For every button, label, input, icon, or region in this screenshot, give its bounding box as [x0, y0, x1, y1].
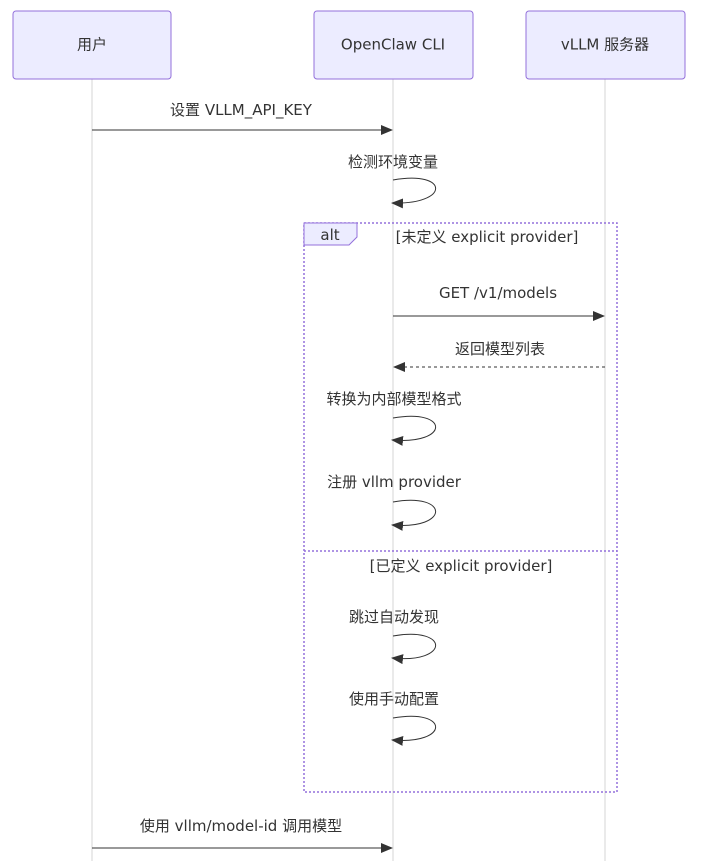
message-label: 设置 VLLM_API_KEY: [170, 101, 313, 120]
message-label: GET /v1/models: [439, 284, 557, 302]
actor-user-label: 用户: [77, 36, 107, 54]
actor-cli: OpenClaw CLI: [313, 10, 474, 80]
alt-condition-1: [未定义 explicit provider]: [396, 228, 579, 246]
message-detect-env: 检测环境变量: [348, 153, 438, 209]
alt-frame: alt [未定义 explicit provider] [已定义 explici…: [303, 222, 618, 793]
message-convert-format: 转换为内部模型格式: [326, 390, 462, 446]
actor-user: 用户: [12, 10, 172, 80]
message-set-api-key: 设置 VLLM_API_KEY: [92, 101, 393, 135]
message-label: 返回模型列表: [455, 340, 545, 358]
actor-vllm: vLLM 服务器: [525, 10, 686, 80]
message-return-models: 返回模型列表: [393, 340, 605, 372]
message-label: 转换为内部模型格式: [326, 390, 461, 408]
alt-condition-2: [已定义 explicit provider]: [370, 557, 553, 575]
actor-vllm-label: vLLM 服务器: [561, 36, 649, 54]
actor-cli-label: OpenClaw CLI: [341, 36, 445, 54]
message-label: 跳过自动发现: [349, 608, 439, 626]
message-manual-config: 使用手动配置: [349, 690, 439, 746]
message-register-provider: 注册 vllm provider: [327, 473, 462, 531]
message-label: 使用手动配置: [349, 690, 439, 708]
message-get-models: GET /v1/models: [393, 284, 605, 321]
message-skip-discovery: 跳过自动发现: [349, 608, 439, 665]
message-label: 注册 vllm provider: [327, 473, 462, 491]
message-label: 检测环境变量: [348, 153, 438, 171]
message-label: 使用 vllm/model-id 调用模型: [140, 817, 342, 835]
alt-label: alt: [320, 226, 339, 244]
message-call-model: 使用 vllm/model-id 调用模型: [92, 817, 393, 853]
